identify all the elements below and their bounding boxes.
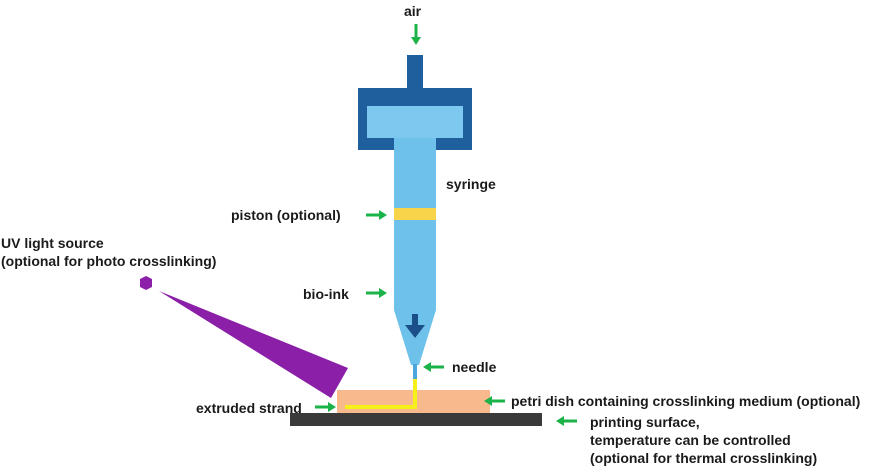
- arrow-bio-ink: [366, 288, 387, 298]
- label-petri-dish: petri dish containing crosslinking mediu…: [511, 393, 861, 409]
- arrow-petri-dish: [484, 396, 505, 406]
- extruded-strand: [345, 379, 417, 409]
- air-inlet: [407, 55, 423, 89]
- piston: [394, 208, 436, 220]
- label-bio-ink: bio-ink: [303, 286, 349, 302]
- flow-arrow-head: [405, 325, 425, 338]
- printing-surface: [290, 413, 542, 426]
- uv-source-hexagon: [140, 276, 152, 290]
- flow-arrow-shaft: [412, 314, 418, 326]
- label-air: air: [404, 3, 422, 19]
- label-uv-light-source: UV light source (optional for photo cros…: [1, 235, 217, 269]
- syringe-barrel: [394, 138, 436, 310]
- label-printing-surface: printing surface, temperature can be con…: [590, 414, 818, 466]
- uv-beam: [159, 291, 348, 398]
- arrow-needle: [423, 362, 444, 372]
- arrow-air: [411, 24, 421, 45]
- arrow-extruded-strand: [315, 402, 336, 412]
- label-piston: piston (optional): [231, 207, 341, 223]
- label-syringe: syringe: [446, 176, 496, 192]
- arrow-piston: [366, 210, 387, 220]
- needle: [413, 364, 417, 379]
- label-extruded-strand: extruded strand: [196, 400, 302, 416]
- arrow-printing-surface: [556, 416, 577, 426]
- label-needle: needle: [452, 359, 497, 375]
- syringe-cap-inner: [367, 106, 463, 138]
